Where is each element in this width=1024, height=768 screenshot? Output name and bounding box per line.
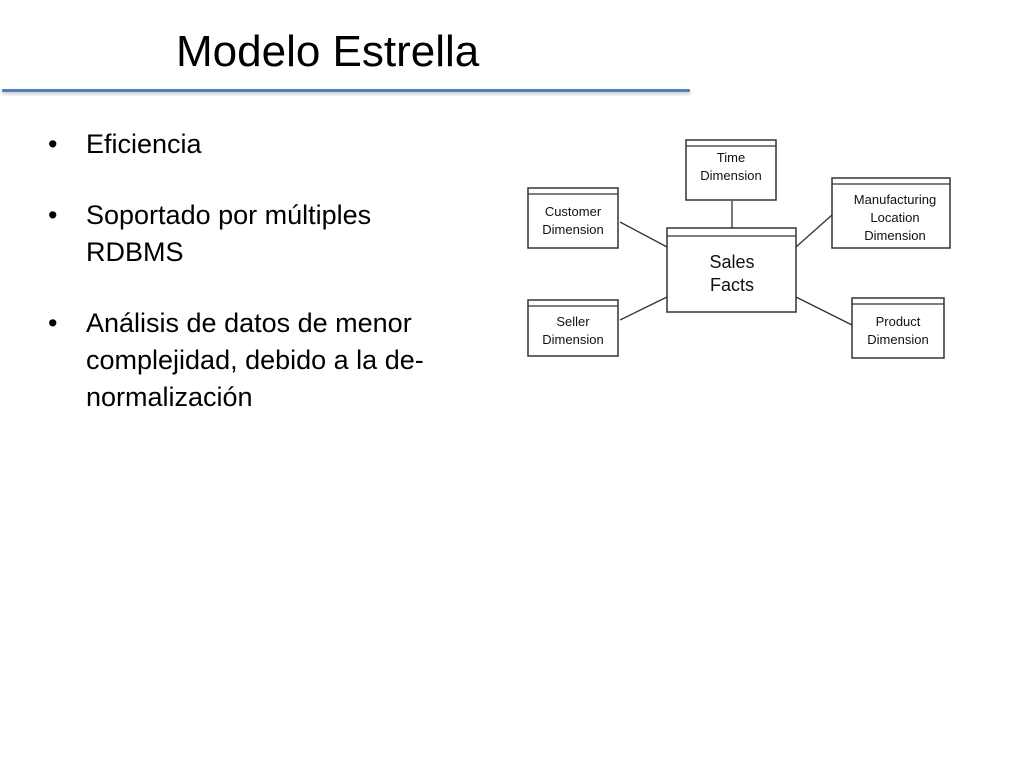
bullet-text-line: Análisis de datos de menor — [86, 308, 412, 338]
bullet-dot: • — [48, 129, 58, 159]
sales-facts-label-line: Facts — [710, 275, 754, 295]
time-dimension-label-line: Time — [717, 150, 745, 165]
bullet-text-line: complejidad, debido a la de- — [86, 345, 424, 375]
connector-seller — [619, 296, 668, 321]
bullet-dot: • — [48, 200, 58, 230]
seller-dimension-label-line: Seller — [556, 314, 590, 329]
bullet-text-line: Eficiencia — [86, 129, 202, 159]
seller-dimension-label-line: Dimension — [542, 332, 603, 347]
manufacturing-dimension-label-line: Manufacturing — [854, 192, 936, 207]
bullet-text-line: RDBMS — [86, 237, 184, 267]
bullet-list: • Eficiencia • Soportado por múltiples R… — [48, 126, 488, 450]
bullet-item-soportado: • Soportado por múltiples RDBMS — [48, 197, 488, 271]
seller-dimension-box: Seller Dimension — [527, 299, 619, 357]
product-dimension-label-line: Dimension — [867, 332, 928, 347]
manufacturing-dimension-label-line: Dimension — [864, 228, 925, 243]
slide-title: Modelo Estrella — [176, 27, 480, 76]
bullet-item-analisis: • Análisis de datos de menor complejidad… — [48, 305, 488, 416]
manufacturing-dimension-label-line: Location — [870, 210, 919, 225]
time-dimension-box: Time Dimension — [685, 139, 777, 201]
customer-dimension-label-line: Customer — [545, 204, 602, 219]
sales-facts-box: Sales Facts — [666, 227, 797, 313]
bullet-item-eficiencia: • Eficiencia — [48, 126, 488, 163]
connector-manufacturing — [795, 214, 833, 248]
time-dimension-label-line: Dimension — [700, 168, 761, 183]
bullet-dot: • — [48, 308, 58, 338]
product-dimension-label-line: Product — [876, 314, 921, 329]
bullet-text-line: normalización — [86, 382, 253, 412]
customer-dimension-box: Customer Dimension — [527, 187, 619, 249]
connector-customer — [619, 221, 668, 248]
manufacturing-dimension-box: Manufacturing Location Dimension — [831, 177, 951, 249]
sales-facts-label-line: Sales — [709, 252, 754, 272]
star-schema-svg: Time Dimension Customer Dimension Sales … — [527, 139, 951, 359]
connector-product — [795, 296, 853, 326]
star-schema-diagram: Time Dimension Customer Dimension Sales … — [520, 130, 960, 370]
title-underline — [2, 89, 690, 92]
product-dimension-box: Product Dimension — [851, 297, 945, 359]
bullet-text-line: Soportado por múltiples — [86, 200, 372, 230]
customer-dimension-label-line: Dimension — [542, 222, 603, 237]
